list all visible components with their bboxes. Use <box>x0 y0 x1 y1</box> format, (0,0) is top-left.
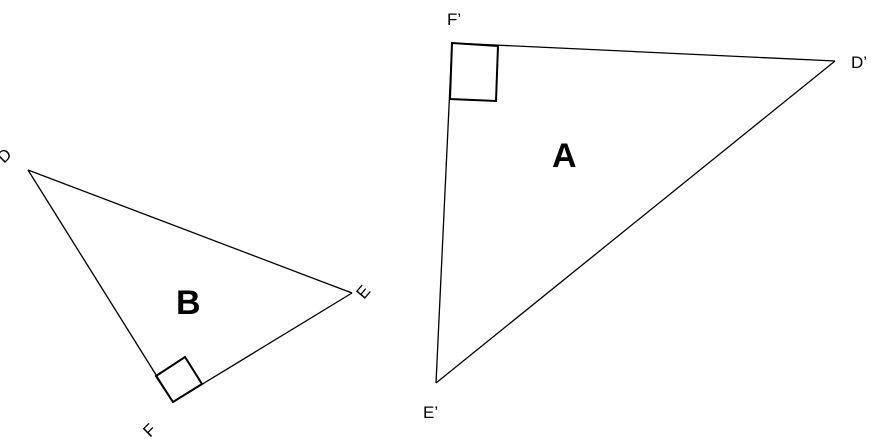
edge-f-d <box>27 169 174 403</box>
vertex-label-e: E <box>353 282 375 303</box>
triangle-label-b: B <box>176 284 201 322</box>
triangle-b: D E F B <box>0 145 374 439</box>
vertex-label-f: F <box>139 420 160 439</box>
right-angle-marker-b <box>154 355 204 404</box>
vertex-label-d-prime: D’ <box>851 53 867 72</box>
triangle-a: F’ D’ E’ A <box>423 10 867 422</box>
vertex-label-e-prime: E’ <box>423 403 438 422</box>
edge-d-e <box>27 169 353 294</box>
edge-d-prime-e-prime <box>435 60 836 384</box>
vertex-label-f-prime: F’ <box>447 10 461 29</box>
triangle-label-a: A <box>552 137 577 175</box>
edge-f-prime-d-prime <box>451 42 836 62</box>
right-angle-marker-a <box>448 41 500 103</box>
vertex-label-d: D <box>0 145 16 167</box>
